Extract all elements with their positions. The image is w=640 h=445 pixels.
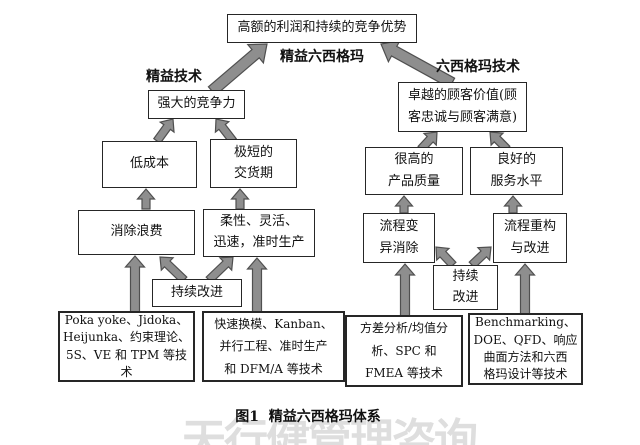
node-high-quality-line: 很高的: [394, 151, 434, 167]
watermark-text: 天行健管理咨询: [182, 415, 478, 445]
node-customer-value: 卓越的顾客价值(顾客忠诚与顾客满意): [398, 82, 527, 132]
node-dfss-tools-line: 格玛设计等技术: [483, 367, 568, 382]
node-flexible-production-line: 柔性、灵活、: [219, 214, 298, 230]
node-stat-tools: 方差分析/均值分析、SPC 和 FMEA 等技术: [345, 315, 463, 387]
node-dfss-tools-line: 曲面方法和六西: [483, 350, 568, 364]
node-high-quality-line: 产品质量: [387, 174, 440, 189]
node-short-delivery-line: 极短的: [233, 144, 273, 160]
node-eliminate-waste-line: 消除浪费: [110, 224, 163, 240]
node-good-service-line: 服务水平: [490, 174, 543, 189]
arrow-cileft-to-flexible: [205, 256, 234, 284]
node-good-service: 良好的服务水平: [470, 147, 563, 195]
node-profit: 高额的利润和持续的竞争优势: [227, 14, 417, 43]
node-continuous-improvement-right-line: 持续: [452, 269, 479, 285]
arrow-waste-to-lowcost: [136, 188, 156, 210]
label-lean-six-sigma: 精益六西格玛: [280, 49, 364, 65]
node-stat-tools-line: 析、SPC 和: [371, 343, 437, 358]
node-quick-change-tools-line: 快速换模、Kanban、: [214, 317, 333, 332]
node-continuous-improvement-left: 持续改进: [152, 279, 242, 307]
node-lean-tools-line: Heijunka、约束理论、: [62, 330, 190, 345]
node-stat-tools-line: FMEA 等技术: [365, 366, 443, 381]
node-short-delivery-line: 交货期: [233, 165, 273, 181]
label-six-sigma-technology: 六西格玛技术: [436, 59, 520, 75]
node-flexible-production: 柔性、灵活、迅速，准时生产: [203, 209, 315, 257]
arrow-lean-to-profit: [207, 43, 268, 97]
node-stat-tools-line: 方差分析/均值分: [359, 320, 449, 335]
node-competitiveness: 强大的竞争力: [148, 90, 245, 119]
node-short-delivery: 极短的交货期: [210, 139, 297, 188]
arrow-lowcost-to-competitiveness: [152, 118, 175, 145]
node-process-reengineering: 流程重构与改进: [493, 213, 567, 263]
arrow-reeng-to-service: [503, 195, 523, 214]
node-variation-elimination-line: 流程变: [379, 218, 419, 234]
node-flexible-production-line: 迅速，准时生产: [213, 235, 305, 250]
node-lean-tools-line: Poka yoke、Jidoka、: [64, 313, 189, 328]
node-continuous-improvement-right: 持续改进: [433, 265, 498, 310]
arrow-quality-to-value: [417, 131, 438, 153]
node-variation-elimination: 流程变异消除: [363, 213, 435, 263]
node-eliminate-waste: 消除浪费: [78, 210, 195, 255]
arrow-stattools-to-varelim: [394, 263, 416, 317]
node-dfss-tools-line: Benchmarking、: [475, 315, 576, 330]
node-process-reengineering-line: 流程重构: [503, 218, 556, 234]
arrow-flexible-to-delivery: [230, 188, 250, 210]
node-high-quality: 很高的产品质量: [365, 147, 463, 195]
label-lean-technology: 精益技术: [146, 69, 202, 85]
node-quick-change-tools-line: 和 DFM/A 等技术: [224, 361, 323, 376]
node-quick-change-tools-line: 并行工程、准时生产: [219, 339, 328, 354]
node-lean-tools-line: 5S、VE 和 TPM 等技: [65, 347, 188, 362]
node-quick-change-tools: 快速换模、Kanban、并行工程、准时生产和 DFM/A 等技术: [202, 311, 345, 382]
node-low-cost-line: 低成本: [129, 156, 169, 172]
node-variation-elimination-line: 异消除: [379, 241, 419, 256]
node-process-reengineering-line: 与改进: [510, 241, 550, 256]
figure-caption: 图1 精益六西格玛体系: [235, 409, 381, 425]
node-continuous-improvement-right-line: 改进: [452, 289, 479, 305]
node-dfss-tools-line: DOE、QFD、响应: [473, 332, 578, 347]
arrow-dfsstools-to-reeng: [514, 263, 536, 315]
node-profit-line: 高额的利润和持续的竞争优势: [237, 20, 407, 36]
arrow-quicktools-to-flexible: [246, 257, 268, 313]
node-low-cost: 低成本: [102, 141, 197, 188]
arrow-ciright-to-reeng: [468, 246, 492, 269]
node-good-service-line: 良好的: [496, 151, 536, 167]
arrow-varelim-to-quality: [394, 195, 414, 214]
node-customer-value-line: 卓越的顾客价值(顾: [407, 87, 518, 103]
node-lean-tools: Poka yoke、Jidoka、 Heijunka、约束理论、 5S、VE 和 T…: [58, 311, 195, 382]
node-lean-tools-line: 术: [120, 364, 133, 379]
node-customer-value-line: 客忠诚与顾客满意): [407, 110, 518, 125]
node-competitiveness-line: 强大的竞争力: [157, 96, 236, 112]
node-dfss-tools: Benchmarking、 DOE、QFD、响应曲面方法和六西格玛设计等技术: [468, 313, 583, 385]
arrow-leantools-to-waste: [124, 255, 146, 313]
node-continuous-improvement-left-line: 持续改进: [170, 284, 223, 300]
